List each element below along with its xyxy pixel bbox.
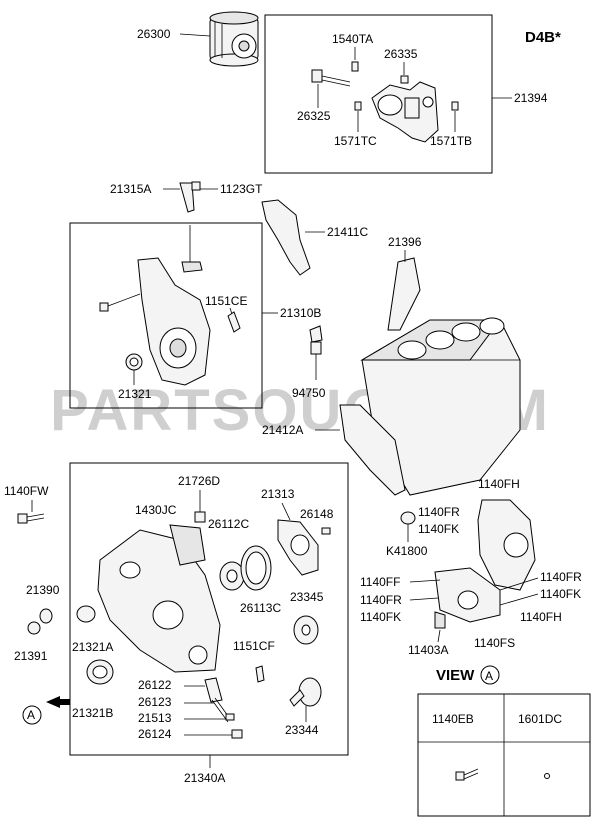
gasket-21411C-drawing bbox=[261, 199, 311, 276]
seal-21321A-drawing bbox=[76, 605, 96, 623]
plug-1571TB-drawing bbox=[451, 101, 459, 111]
bolt-1140FW-drawing bbox=[17, 500, 45, 524]
leader-26300 bbox=[179, 33, 211, 37]
plug-1540TA-drawing bbox=[351, 61, 359, 72]
label-94750: 94750 bbox=[292, 386, 326, 400]
label-1140FR-mid: 1140FR bbox=[360, 593, 402, 607]
engine-code: D4B* bbox=[525, 29, 561, 46]
label-26335: 26335 bbox=[384, 47, 418, 61]
timing-cover-group-box bbox=[69, 222, 263, 409]
view-arrow-drawing bbox=[22, 696, 70, 725]
bolt-1140EB-drawing bbox=[455, 768, 479, 781]
plug-21726D-drawing bbox=[194, 511, 206, 523]
label-26113C: 26113C bbox=[240, 601, 281, 615]
label-1140FR-right: 1140FR bbox=[540, 570, 582, 584]
label-1571TB: 1571TB bbox=[430, 134, 472, 148]
plug-1601DC-drawing bbox=[544, 773, 550, 779]
label-21321A: 21321A bbox=[72, 640, 113, 654]
ring-21390-drawing bbox=[39, 608, 53, 624]
label-21315A: 21315A bbox=[110, 182, 151, 196]
label-K41800: K41800 bbox=[386, 544, 428, 558]
bolt-1123GT-drawing bbox=[191, 181, 201, 191]
label-1140FR-top: 1140FR bbox=[418, 505, 460, 519]
oil-filter-drawing bbox=[209, 11, 259, 67]
view-header-circle bbox=[480, 665, 500, 685]
label-21513: 21513 bbox=[138, 711, 172, 725]
label-26325: 26325 bbox=[297, 109, 331, 123]
label-21340A: 21340A bbox=[184, 771, 225, 785]
view-arrow-mark: A bbox=[27, 708, 35, 722]
view-header-mark: A bbox=[485, 669, 493, 683]
gasket-21396-drawing bbox=[387, 257, 421, 331]
label-26122: 26122 bbox=[138, 678, 172, 692]
label-1430JC: 1430JC bbox=[135, 503, 177, 517]
label-23344: 23344 bbox=[285, 723, 319, 737]
label-1140FF: 1140FF bbox=[360, 575, 400, 589]
shaft-gear-23344-drawing bbox=[289, 677, 322, 722]
pin-1151CF-drawing bbox=[255, 665, 265, 683]
label-1140FS: 1140FS bbox=[474, 636, 515, 650]
label-21412A: 21412A bbox=[262, 423, 303, 437]
oil-pump-housing-drawing bbox=[371, 81, 439, 143]
view-header-label: VIEW bbox=[436, 667, 475, 684]
label-26124: 26124 bbox=[138, 727, 172, 741]
label-21321B: 21321B bbox=[72, 706, 113, 720]
label-1140FH-top: 1140FH bbox=[478, 477, 520, 491]
front-case-group-box bbox=[69, 462, 349, 756]
label-21390: 21390 bbox=[26, 583, 60, 597]
label-1540TA: 1540TA bbox=[332, 32, 373, 46]
gear-26113C-drawing bbox=[240, 545, 272, 591]
label-26123: 26123 bbox=[138, 695, 172, 709]
label-26112C: 26112C bbox=[208, 517, 249, 531]
ring-K41800-drawing bbox=[400, 511, 416, 525]
view-table-col1: 1140EB bbox=[432, 712, 474, 726]
label-1571TC: 1571TC bbox=[334, 134, 377, 148]
label-1140FK-mid: 1140FK bbox=[360, 610, 401, 624]
bracket-21315A-drawing bbox=[179, 182, 195, 213]
view-table-col2: 1601DC bbox=[518, 712, 562, 726]
label-1123GT: 1123GT bbox=[220, 182, 263, 196]
label-21313: 21313 bbox=[261, 487, 295, 501]
plug-1571TC-drawing bbox=[354, 101, 362, 111]
gear-26112C-drawing bbox=[219, 561, 245, 591]
label-26300: 26300 bbox=[137, 27, 171, 41]
bolt-26325-drawing bbox=[311, 69, 351, 87]
label-21391: 21391 bbox=[14, 649, 48, 663]
label-11403A: 11403A bbox=[408, 643, 448, 657]
rear-cover-drawing bbox=[434, 499, 536, 629]
label-1151CE: 1151CE bbox=[205, 294, 247, 308]
label-21310B: 21310B bbox=[280, 306, 321, 320]
label-1140FK-top: 1140FK bbox=[418, 522, 459, 536]
cap-21391-drawing bbox=[27, 621, 41, 635]
label-21394: 21394 bbox=[514, 91, 548, 105]
gear-23345-drawing bbox=[293, 615, 319, 645]
pin-26148-drawing bbox=[321, 527, 331, 535]
label-21411C: 21411C bbox=[327, 225, 368, 239]
oil-pump-group-box bbox=[264, 14, 493, 174]
gasket-21412A-drawing bbox=[339, 404, 406, 496]
timing-cover-drawing bbox=[137, 225, 211, 386]
view-table bbox=[417, 693, 591, 817]
label-21726D: 21726D bbox=[178, 474, 220, 488]
cylinder-block-drawing bbox=[360, 317, 521, 496]
part-26335-drawing bbox=[400, 75, 409, 84]
label-26148: 26148 bbox=[300, 507, 334, 521]
label-1151CF: 1151CF bbox=[233, 639, 275, 653]
label-1140FK-right: 1140FK bbox=[540, 587, 581, 601]
pin-1151CE-drawing bbox=[227, 311, 241, 333]
relief-valve-drawing bbox=[204, 677, 243, 739]
oil-pressure-switch-94750-drawing bbox=[309, 325, 323, 380]
label-1140FW: 1140FW bbox=[4, 484, 49, 498]
label-21396: 21396 bbox=[388, 235, 422, 249]
bolt-timing-cover-drawing bbox=[99, 302, 109, 312]
label-21321: 21321 bbox=[118, 387, 152, 401]
label-1140FH-bottom: 1140FH bbox=[520, 610, 562, 624]
label-23345: 23345 bbox=[290, 590, 324, 604]
front-case-drawing bbox=[97, 524, 221, 673]
